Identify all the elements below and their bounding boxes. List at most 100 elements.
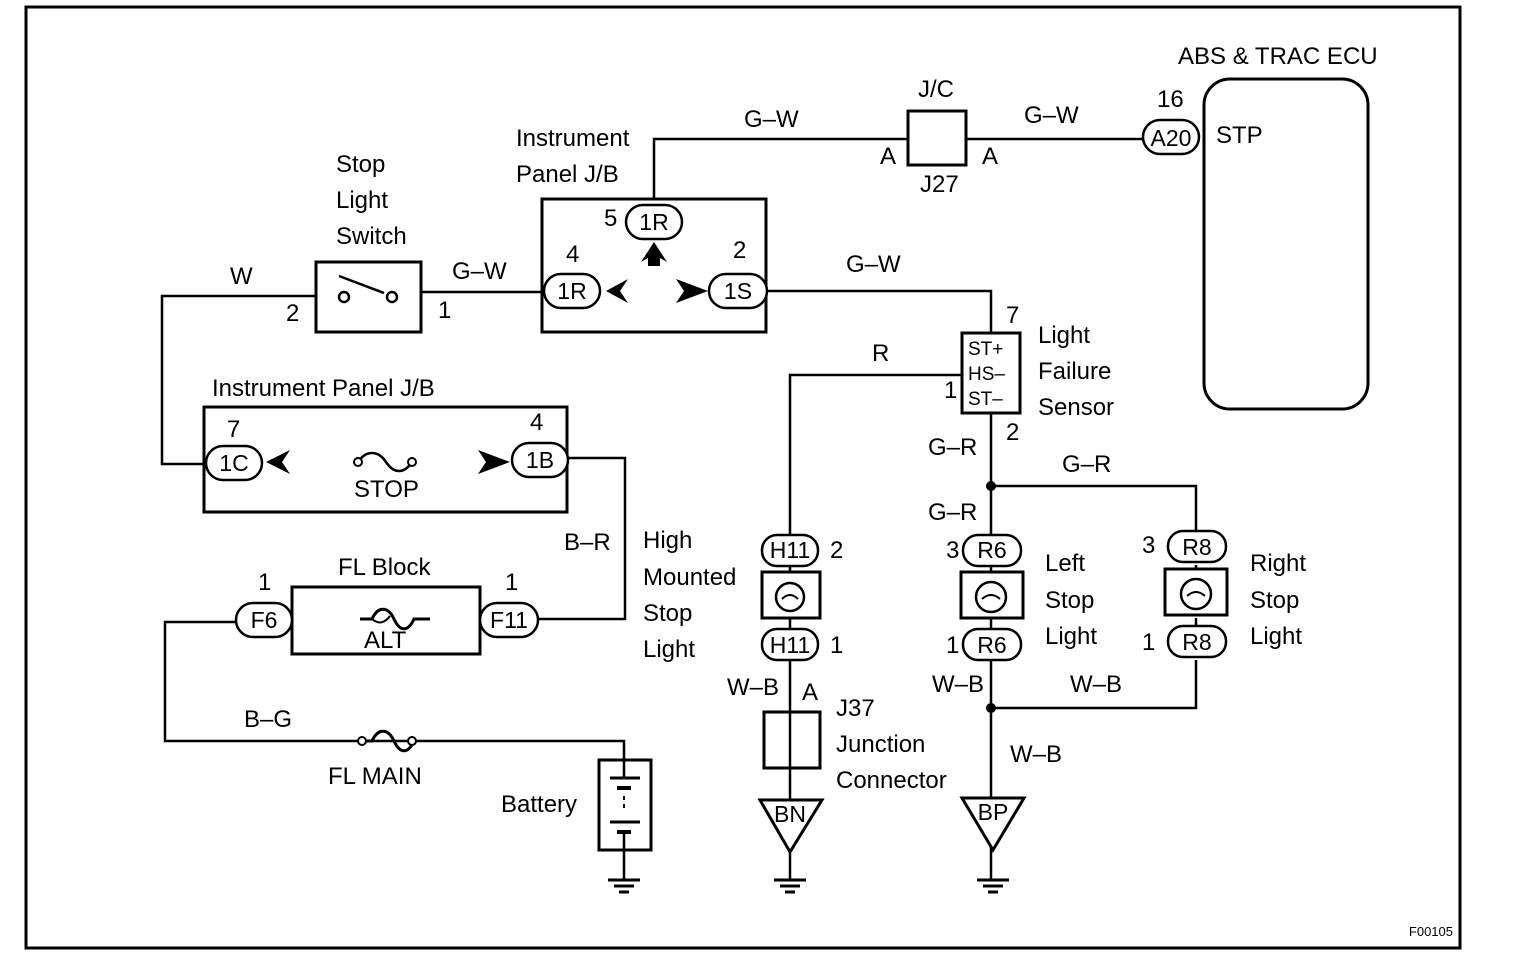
arrow-left-icon	[606, 279, 628, 303]
svg-text:A20: A20	[1151, 125, 1192, 151]
svg-text:ABS & TRAC ECU: ABS & TRAC ECU	[1178, 43, 1378, 70]
wire-label: W	[230, 263, 253, 290]
svg-text:ST+: ST+	[968, 339, 1003, 360]
svg-text:Light: Light	[643, 636, 695, 663]
diagram-frame	[24, 5, 1462, 950]
bulb-icon	[774, 581, 806, 613]
svg-text:16: 16	[1157, 86, 1184, 113]
svg-text:Stop: Stop	[1250, 587, 1299, 614]
arrow-left-icon	[266, 450, 290, 474]
svg-text:ALT: ALT	[364, 627, 407, 654]
svg-text:Instrument: Instrument	[516, 125, 630, 152]
stop-light-switch: Stop Light Switch 2 1	[286, 151, 451, 334]
arrow-right-icon	[478, 450, 510, 474]
right-stop-light: 3 R8 1 R8 Right Stop Light	[1142, 529, 1306, 659]
connector-a20	[1141, 118, 1201, 156]
svg-text:1B: 1B	[526, 447, 554, 473]
svg-text:1R: 1R	[639, 209, 668, 235]
svg-text:2: 2	[733, 237, 746, 264]
wire-label: W–B	[727, 674, 779, 701]
fusible-link-icon	[360, 729, 416, 753]
svg-text:BP: BP	[978, 799, 1009, 825]
svg-text:Sensor: Sensor	[1038, 394, 1114, 421]
wire-label: B–G	[244, 706, 292, 733]
svg-text:Stop: Stop	[336, 151, 385, 178]
ground-bp: BP	[959, 796, 1027, 894]
svg-text:2: 2	[830, 537, 843, 564]
svg-text:1: 1	[944, 377, 957, 404]
svg-text:STP: STP	[1216, 122, 1263, 149]
svg-text:1: 1	[946, 632, 959, 659]
svg-text:Junction: Junction	[836, 731, 925, 758]
svg-text:1: 1	[438, 297, 451, 324]
bulb-icon	[1179, 577, 1213, 611]
svg-text:Light: Light	[1045, 623, 1097, 650]
svg-text:R6: R6	[977, 537, 1006, 563]
svg-text:FL MAIN: FL MAIN	[328, 763, 422, 790]
wire-label: W–B	[1070, 671, 1122, 698]
left-stop-light: 3 R6 1 R6 Left Stop Light	[946, 533, 1097, 662]
wire-label: B–R	[564, 529, 611, 556]
instrument-panel-jb-fuse: Instrument Panel J/B 7 1C 4 1B STOP	[202, 375, 570, 514]
wire-label: G–R	[928, 434, 977, 461]
svg-text:J/C: J/C	[918, 76, 954, 103]
battery: Battery	[501, 758, 653, 852]
svg-text:Stop: Stop	[1045, 587, 1094, 614]
abs-trac-ecu: ABS & TRAC ECU STP 16 A20	[1141, 43, 1378, 411]
svg-text:H11: H11	[770, 632, 811, 658]
wire-label: G–W	[846, 251, 901, 278]
svg-text:J27: J27	[920, 171, 959, 198]
svg-text:Light: Light	[1038, 322, 1090, 349]
svg-text:STOP: STOP	[354, 476, 419, 503]
svg-text:Right: Right	[1250, 550, 1306, 577]
svg-text:J37: J37	[836, 695, 875, 722]
svg-text:3: 3	[1142, 532, 1155, 559]
svg-text:2: 2	[1006, 419, 1019, 446]
svg-text:1C: 1C	[219, 450, 248, 476]
svg-text:4: 4	[566, 241, 579, 268]
svg-text:Instrument Panel J/B: Instrument Panel J/B	[212, 375, 435, 402]
svg-text:5: 5	[604, 205, 617, 232]
svg-text:R8: R8	[1182, 534, 1211, 560]
wire-label: G–R	[1062, 451, 1111, 478]
bulb-icon	[974, 580, 1008, 614]
junction-connector-j27: J/C J27 A A	[880, 76, 998, 198]
wire-labels: G–W G–W W G–W G–W R B–R G–R G–R G–R W–B …	[230, 102, 1122, 768]
light-failure-sensor: ST+ HS– ST– 7 1 2 Light Failure Sensor	[944, 302, 1114, 446]
svg-text:1: 1	[505, 569, 518, 596]
svg-text:R8: R8	[1182, 629, 1211, 655]
svg-text:A: A	[880, 143, 896, 170]
wire-label: G–W	[452, 258, 507, 285]
svg-text:Light: Light	[336, 187, 388, 214]
svg-text:BN: BN	[774, 801, 806, 827]
j37-junction-connector: A J37 Junction Connector	[762, 679, 947, 794]
svg-text:A: A	[982, 143, 998, 170]
wire-label: R	[872, 340, 889, 367]
svg-text:4: 4	[530, 409, 543, 436]
wire-label: W–B	[932, 671, 984, 698]
svg-text:1: 1	[258, 569, 271, 596]
svg-text:1: 1	[830, 632, 843, 659]
svg-text:3: 3	[946, 537, 959, 564]
wire-label: G–W	[744, 106, 799, 133]
svg-text:1R: 1R	[557, 278, 586, 304]
junction-dot	[986, 481, 996, 491]
fl-block: FL Block 1 F6 1 F11 ALT	[234, 554, 540, 656]
svg-text:7: 7	[1006, 302, 1019, 329]
svg-text:HS–: HS–	[968, 364, 1005, 385]
svg-text:1: 1	[1142, 629, 1155, 656]
instrument-panel-jb-top: Instrument Panel J/B 5 1R 4 1R 2 1S	[516, 125, 769, 334]
svg-text:Battery: Battery	[501, 791, 577, 818]
fusible-link-icon	[360, 607, 430, 631]
svg-text:Light: Light	[1250, 623, 1302, 650]
svg-text:1S: 1S	[724, 278, 752, 304]
svg-text:Switch: Switch	[336, 223, 407, 250]
arrow-up-icon	[641, 242, 667, 266]
fl-main-fusible-link: FL MAIN	[328, 729, 422, 790]
wire-label: W–B	[1010, 741, 1062, 768]
svg-text:Connector: Connector	[836, 767, 947, 794]
svg-text:H11: H11	[770, 537, 811, 563]
svg-text:Stop: Stop	[643, 600, 692, 627]
svg-text:F11: F11	[490, 607, 528, 633]
